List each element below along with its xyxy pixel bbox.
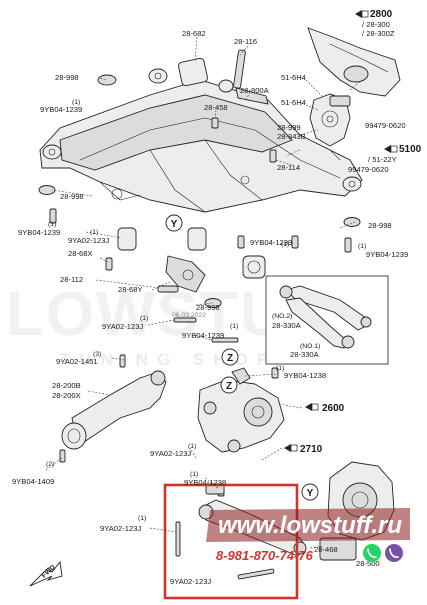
label-28-68y: 28-68Y [118,285,143,294]
label-9ya02-123j-c: 9YA02-123J [150,449,191,458]
label-28-998-d: 28-998 [196,303,220,312]
ref-arrow-icon [305,403,312,411]
label-9yb04-1238: 9YB04-1238 [284,371,326,380]
label-28-330a-a: 28-330A [272,321,302,330]
label-28-458: 28-458 [204,103,228,112]
qty-1-e: (1) [281,241,289,248]
label-9ya02-123j-b: 9YA02-123J [102,322,143,331]
trailing-arm [61,370,167,450]
diagram-date: 06.03.2022 [172,312,206,319]
qty-2: (2) [46,461,54,468]
small-parts [38,74,361,497]
label-28-200x: 28-200X [52,391,81,400]
label-51-6h4-b: 51-6H4 [281,98,306,107]
label-28-68x: 28-68X [68,249,93,258]
label-51-22y: / 51-22Y [368,155,397,164]
label-28-998-b: 28-998 [60,192,84,201]
marker-y-2: Y [307,488,314,499]
label-28-300: / 28-300 [362,20,390,29]
qty-1-d: (1) [358,243,366,250]
whatsapp-icon [363,544,381,562]
marker-z-1: Z [227,353,233,364]
label-28-998-c: 28-998 [368,221,392,230]
marker-z-2: Z [226,381,232,392]
fwd-arrow-icon: FWD [29,560,63,587]
qty-3: (3) [93,351,101,358]
ref-arrows [284,10,398,452]
callout-markers: Y Z Z Y [165,214,319,501]
qty-1-g: (1) [230,323,238,330]
label-2800: 2800 [370,9,393,20]
qty-1-c: (1) [90,229,98,236]
part-labels: 2800 / 28-300 / 28-300Z 28-682 28-116 28… [12,9,422,586]
watermark-bg-sub: TUNING SHOP [60,350,277,369]
viber-icon [385,544,403,562]
arm-callout-box [265,275,389,365]
qty-1-f: (1) [140,315,148,322]
label-5100: 5100 [399,144,422,155]
qty-1-b: (1) [48,221,56,228]
label-2710: 2710 [300,444,323,455]
ref-arrow-icon [384,145,391,153]
label-28-682: 28-682 [182,29,206,38]
label-28-998-a: 28-998 [55,73,79,82]
label-9ya02-123j-d: 9YA02-123J [100,524,141,533]
qty-1-h: (1) [276,365,284,372]
label-2600: 2600 [322,403,345,414]
differential-mount [309,93,351,147]
qty-1-k: (1) [138,515,146,522]
seller-watermark: www.lowstuff.ru 8-981-870-74-76 [206,508,410,563]
label-28-116: 28-116 [234,37,257,46]
label-28-468: 28-468 [314,545,338,554]
label-99479-0620-b: 99479-0620 [348,165,389,174]
label-28-300z: / 28-300Z [362,29,395,38]
label-9ya02-123j-e: 9YA02-123J [170,577,211,586]
label-99479-0620-a: 99479-0620 [365,121,406,130]
label-9yb04-1409: 9YB04-1409 [12,477,54,486]
leader-lines [45,36,363,549]
knuckle [197,367,285,453]
subframe [39,49,363,213]
marker-y-1: Y [171,219,178,230]
watermark-phone: 8-981-870-74-76 [216,548,314,563]
label-28-500: 28-500 [356,559,380,568]
label-28-112: 28-112 [60,275,83,284]
label-51-6h4-a: 51-6H4 [281,73,306,82]
label-28-999: 28-999 [277,123,301,132]
upper-arm-2800 [307,27,401,97]
label-9yb04-1239-a: 9YB04-1239 [40,105,82,114]
label-9ya02-123j-a: 9YA02-123J [68,236,109,245]
label-9yb04-1239-b: 9YB04-1239 [18,228,60,237]
label-9yb04-1239-c: 9YB04-1239 [366,250,408,259]
label-9ya02-1451: 9YA02-1451 [56,357,98,366]
label-28-330a-b: 28-330A [290,350,320,359]
label-no2: (NO.2) [272,313,292,320]
watermark-brand: www.lowstuff.ru [218,512,402,539]
ref-arrow-icon [284,444,291,452]
label-28-343b: 28-343B [277,132,306,141]
label-9yb04-1238-b: 9YB04-1238 [184,478,226,487]
qty-1-i: (1) [188,443,196,450]
label-no1: (NO.1) [300,343,320,350]
highlight-box [163,483,299,600]
label-9yb04-1239-d: 9YB04-1239 [250,238,292,247]
label-28-200b: 28-200B [52,381,81,390]
qty-1-a: (1) [72,99,80,106]
ref-arrow-icon [355,10,362,18]
label-28-114: 28-114 [277,163,300,172]
label-28-800a: 28-800A [240,86,270,95]
label-9yb04-1239-e: 9YB04-1239 [182,331,224,340]
qty-1-j: (1) [190,471,198,478]
